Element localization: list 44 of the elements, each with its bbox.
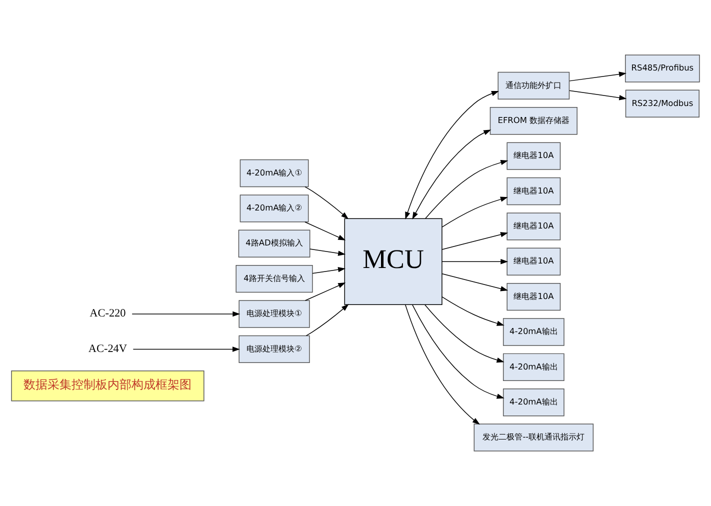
node-box: 电源处理模块① <box>238 300 310 328</box>
node-box: 发光二极管--联机通讯指示灯 <box>474 424 594 452</box>
arrow <box>404 304 480 425</box>
arrow <box>424 304 504 363</box>
arrow <box>132 311 240 317</box>
node-box: 继电器10A <box>506 248 561 276</box>
arrow <box>569 90 627 100</box>
node-box: RS232/Modbus <box>625 90 700 118</box>
node-box: RS485/Profibus <box>625 54 700 82</box>
arrow <box>442 273 508 292</box>
node-box: EFROM 数据存储器 <box>490 107 578 135</box>
arrow <box>304 222 346 240</box>
node-box: 4-20mA输出 <box>502 388 564 416</box>
arrow <box>425 160 508 219</box>
arrow <box>412 130 492 220</box>
node-box: 数据采集控制板内部构成框架图 <box>11 370 204 402</box>
arrow <box>304 186 349 220</box>
arrow <box>312 266 346 274</box>
arrow <box>442 232 508 250</box>
arrow <box>569 72 626 82</box>
node-box: 4-20mA输出 <box>502 353 564 381</box>
arrow <box>442 196 508 228</box>
node-box: 继电器10A <box>506 282 561 311</box>
node-text: AC-220 <box>90 308 126 320</box>
node-box: 4-20mA输出 <box>502 318 564 346</box>
node-box: 继电器10A <box>506 177 561 206</box>
node-box: 4路AD模拟输入 <box>238 230 310 258</box>
node-box: MCU <box>344 218 442 306</box>
arrow <box>405 91 500 220</box>
arrow <box>442 258 508 264</box>
node-text: AC-24V <box>88 342 128 355</box>
node-box: 电源处理模块② <box>238 335 310 364</box>
arrow <box>310 248 346 256</box>
arrow <box>304 282 346 301</box>
node-box: 继电器10A <box>506 212 561 240</box>
node-box: 4路开关信号输入 <box>236 264 313 293</box>
node-box: 通信功能外扩口 <box>498 72 570 100</box>
node-box: 4-20mA输入① <box>240 159 309 188</box>
arrow <box>306 304 349 336</box>
arrow <box>442 296 504 326</box>
node-box: 4-20mA输入② <box>240 194 309 222</box>
node-box: 继电器10A <box>506 142 561 170</box>
arrow <box>412 304 504 399</box>
arrow <box>132 346 240 352</box>
